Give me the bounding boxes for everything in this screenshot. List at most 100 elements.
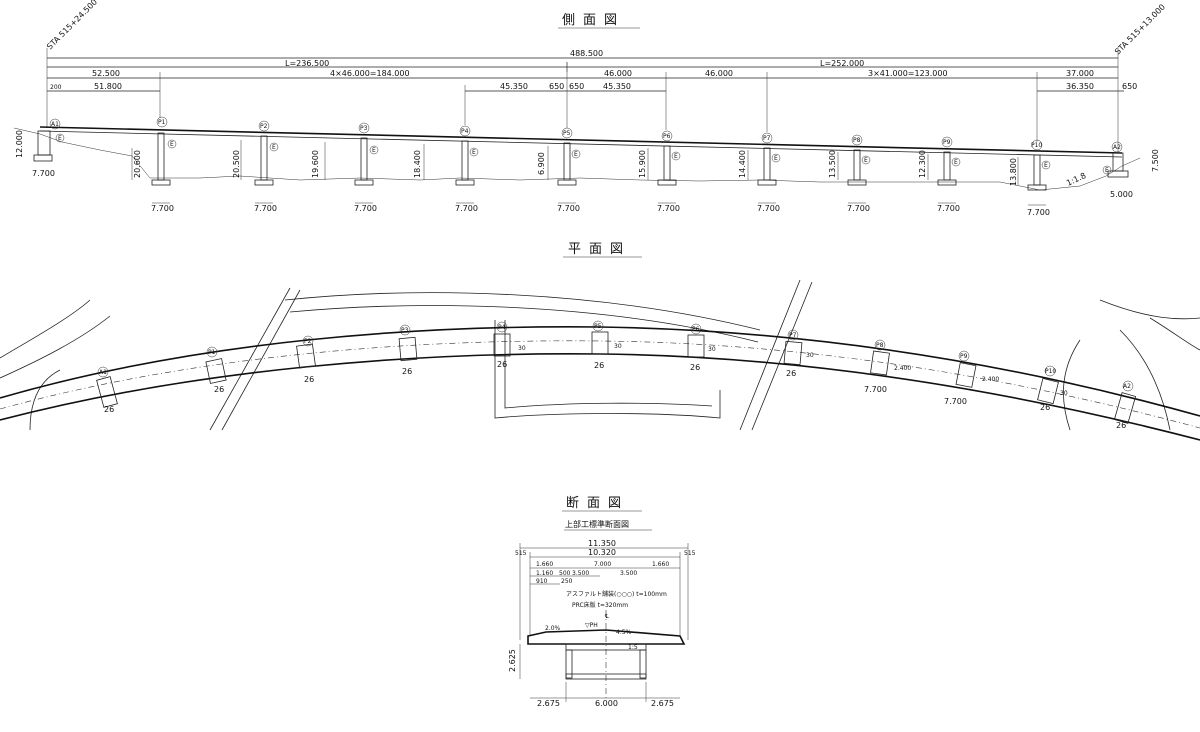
svg-text:P10: P10 (1045, 368, 1056, 375)
svg-text:P5: P5 (594, 323, 602, 330)
dim-r3-6: 36.350 (1066, 82, 1094, 91)
pier-p7 (747, 147, 777, 186)
road-lower-loop (494, 320, 721, 419)
plan-view-title: 平面図 (568, 242, 631, 257)
svg-text:P1: P1 (158, 119, 166, 126)
dim-r2-0: 52.500 (92, 69, 120, 78)
piers (131, 132, 1047, 191)
svg-text:E: E (674, 153, 678, 160)
sec-bottom-mid: 6.000 (595, 699, 618, 708)
svg-text:P7: P7 (763, 135, 771, 142)
sec-pavement: アスファルト舗装(○○○) t=100mm (566, 590, 667, 598)
svg-text:30: 30 (518, 345, 526, 352)
sec-girder-web-left (565, 649, 573, 679)
svg-text:26: 26 (690, 363, 700, 372)
plan-p2: P2 26 (296, 335, 316, 384)
svg-text:E: E (1044, 162, 1048, 169)
support-labels: A1 P1 P2 P3 P4 P5 P6 P7 P8 P9 P10 A2 (49, 116, 1123, 153)
road-upper (284, 292, 761, 331)
svg-text:E: E (954, 159, 958, 166)
height-p7: 14.400 (738, 150, 747, 178)
footing-p9: 7.700 (937, 204, 960, 213)
slope-label: 1:1.8 (1065, 171, 1087, 188)
side-view-title: 側面図 (562, 13, 625, 28)
height-a1: 12.000 (15, 130, 24, 158)
dim-r3-2: 45.350 (500, 82, 528, 91)
sec-sidewalk-left: 1.660 (536, 561, 553, 568)
footing-p6: 7.700 (657, 204, 680, 213)
svg-text:26: 26 (104, 405, 114, 414)
height-p1: 20.600 (133, 150, 142, 178)
svg-text:P6: P6 (663, 133, 671, 140)
sta-left-label: STA 515+24.500 (45, 0, 99, 51)
dim-r3-5: 45.350 (603, 82, 631, 91)
dim-r2-3: 46.000 (705, 69, 733, 78)
section-view-title: 断面図 (566, 496, 629, 511)
footing-p3: 7.700 (354, 204, 377, 213)
svg-text:E: E (1105, 167, 1109, 174)
footing-p7: 7.700 (757, 204, 780, 213)
svg-text:26: 26 (304, 375, 314, 384)
svg-text:30: 30 (806, 352, 814, 359)
svg-text:E: E (272, 144, 276, 151)
sec-d250: 250 (561, 578, 573, 585)
svg-text:A2: A2 (1123, 383, 1131, 390)
svg-text:26: 26 (214, 385, 224, 394)
pier-p2 (240, 135, 274, 186)
pier-p8 (837, 149, 867, 186)
svg-text:E: E (774, 155, 778, 162)
bridge-deck-upper (0, 326, 1200, 417)
centerline (0, 340, 1200, 429)
pier-p9 (927, 151, 957, 186)
svg-text:26: 26 (1116, 421, 1126, 430)
sec-bottom-right: 2.675 (651, 699, 674, 708)
side-view: 側面図 STA 515+24.500 STA 515+13.000 488.50… (13, 0, 1167, 217)
section-subtitle: 上部工標準断面図 (565, 519, 629, 529)
sec-slope-right: 4.5% (616, 629, 632, 636)
svg-text:26: 26 (594, 361, 604, 370)
sec-edge-right: 515 (684, 550, 696, 557)
height-p9: 12.300 (918, 150, 927, 178)
svg-text:26: 26 (1040, 403, 1050, 412)
dim-r2-5: 37.000 (1066, 69, 1094, 78)
sec-deck-slab (527, 629, 686, 645)
svg-text:P8: P8 (876, 342, 884, 349)
svg-text:26: 26 (786, 369, 796, 378)
footing-p10: 7.700 (1027, 208, 1050, 217)
sec-sidewalk-right: 1.660 (652, 561, 669, 568)
svg-text:E: E (58, 135, 62, 142)
svg-text:E: E (864, 157, 868, 164)
svg-text:E: E (472, 149, 476, 156)
sec-inner-width: 10.320 (588, 548, 616, 557)
svg-text:30: 30 (614, 343, 622, 350)
footing-p1: 7.700 (151, 204, 174, 213)
dim-span-left: L=236.500 (285, 59, 329, 68)
svg-text:P2: P2 (304, 338, 312, 345)
sec-d910: 910 (536, 578, 548, 585)
height-p4: 18.400 (413, 150, 422, 178)
svg-text:26: 26 (497, 360, 507, 369)
height-p10: 13.800 (1009, 158, 1018, 186)
sec-d500: 500 (559, 570, 571, 577)
deck-girder-bottom (39, 130, 1123, 158)
abutment-a1-footing (33, 154, 53, 162)
plan-a2: A2 26 (1113, 380, 1137, 430)
dim-total: 488.500 (570, 49, 603, 58)
plan-p5: P5 26 30 (591, 320, 622, 370)
pier-p6 (647, 145, 677, 186)
sec-edge-left: 515 (515, 550, 527, 557)
sec-total-width: 11.350 (588, 539, 616, 548)
svg-text:P10: P10 (1031, 142, 1042, 149)
extension-lines (46, 48, 1119, 152)
svg-text:P1: P1 (208, 349, 216, 356)
section-view: 断面図 上部工標準断面図 11.350 10.320 515 515 1.660… (508, 496, 696, 708)
svg-text:A2: A2 (1113, 144, 1121, 151)
